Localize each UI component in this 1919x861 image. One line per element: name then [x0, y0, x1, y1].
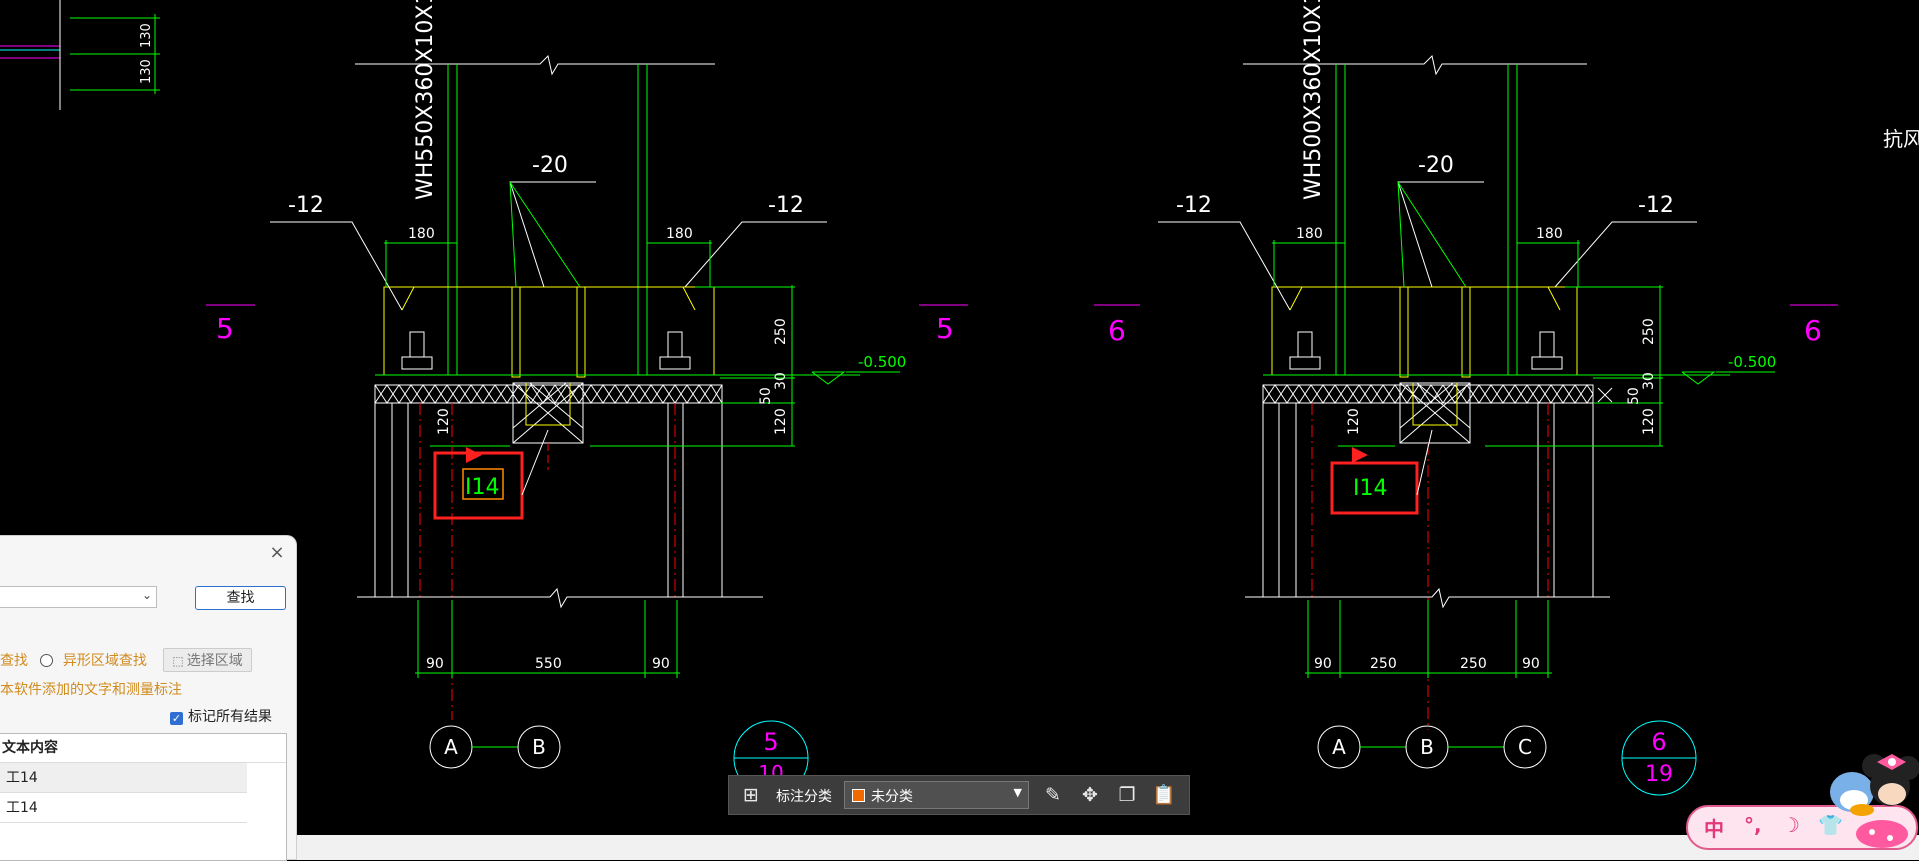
ime-punct-icon[interactable]: °,: [1744, 813, 1762, 837]
plate-label-left-mid: -20: [532, 153, 568, 178]
edge-text: 抗风柱: [1883, 127, 1919, 151]
elevation-left: -0.500: [858, 353, 906, 371]
beam-label-left: I14: [465, 475, 499, 500]
find-text-panel: × ⌄ 查找 查找 异形区域查找 ⬚选择区域 本软件添加的文字和测量标注 ✓ 标记…: [0, 535, 297, 861]
dim-right-180-b: 180: [1536, 226, 1563, 242]
axis-right-a: A: [1332, 735, 1346, 759]
section-mark-left-b: 5: [936, 312, 954, 345]
dim-right-30: 30: [1641, 372, 1657, 390]
plate-label-left-right: -12: [768, 193, 804, 218]
column-label-right: WH500X360X10X16: [1301, 0, 1326, 200]
column-label-left: WH550X360X10X16: [413, 0, 438, 200]
moon-icon[interactable]: ☽: [1782, 813, 1800, 837]
select-area-label: 选择区域: [186, 653, 243, 669]
axis-left-b: B: [532, 735, 546, 759]
section-mark-right-b: 6: [1804, 314, 1822, 347]
dim-left-bottom-90a: 90: [426, 656, 444, 672]
right-detail: WH500X360X10X16 -12 -20: [1094, 0, 1838, 796]
dim-left-120-l: 120: [436, 408, 452, 435]
found-highlight-left: [433, 451, 524, 520]
copy-icon[interactable]: ❐: [1118, 784, 1136, 806]
edit-icon[interactable]: ✎: [1045, 784, 1061, 806]
detail-no-left: 5: [763, 728, 778, 756]
results-header: 文本内容: [0, 734, 286, 763]
sheet-no-right: 19: [1645, 762, 1673, 787]
rect-search-option[interactable]: 查找: [0, 653, 28, 669]
elevation-right: -0.500: [1728, 353, 1776, 371]
dim-left-180-a: 180: [408, 226, 435, 242]
category-value: 未分类: [871, 789, 913, 805]
dim-right-bottom-90b: 90: [1522, 656, 1540, 672]
results-table: 文本内容 工14 工14: [0, 733, 287, 861]
search-text-combo[interactable]: ⌄: [0, 586, 157, 608]
find-button[interactable]: 查找: [195, 586, 286, 610]
ime-mode[interactable]: 中: [1704, 817, 1724, 841]
axis-left-a: A: [444, 735, 458, 759]
axis-right-c: C: [1518, 735, 1532, 759]
plate-label-left-left: -12: [288, 193, 324, 218]
chevron-down-icon: ⌄: [141, 588, 152, 602]
dashed-select-icon: ⬚: [172, 654, 184, 668]
detail-no-right: 6: [1651, 728, 1666, 756]
dim-left-250: 250: [773, 318, 789, 345]
dim-right-250: 250: [1641, 318, 1657, 345]
irregular-search-radio[interactable]: [40, 654, 54, 667]
mark-all-label: 标记所有结果: [188, 709, 272, 725]
search-mode-row: 查找 异形区域查找 ⬚选择区域: [0, 648, 252, 672]
beam-label-right: I14: [1353, 476, 1387, 501]
dim-right-180-a: 180: [1296, 226, 1323, 242]
dim-left-50: 50: [758, 387, 774, 405]
dim-right-bottom-90a: 90: [1314, 656, 1332, 672]
annotation-category-select[interactable]: 未分类 ▼: [844, 781, 1029, 809]
plate-label-right-left: -12: [1176, 193, 1212, 218]
close-icon[interactable]: ×: [269, 542, 285, 563]
dim-130-top: 130: [139, 23, 154, 48]
check-icon: ✓: [170, 712, 183, 725]
annotation-toolbar: ⊞ 标注分类 未分类 ▼ ✎ ✥ ❐ 📋: [728, 775, 1190, 815]
dim-left-180-b: 180: [666, 226, 693, 242]
dim-left-30: 30: [773, 372, 789, 390]
status-strip: [297, 835, 1919, 860]
skin-shirt-icon[interactable]: 👕: [1818, 813, 1843, 837]
mark-all-checkbox[interactable]: ✓ 标记所有结果: [170, 706, 272, 726]
table-row[interactable]: 工14: [0, 763, 247, 793]
category-color-swatch: [852, 789, 865, 802]
found-highlight-right: [1330, 461, 1419, 515]
dim-left-bottom-550: 550: [535, 656, 562, 672]
paste-icon[interactable]: 📋: [1152, 784, 1176, 806]
move-icon[interactable]: ✥: [1082, 784, 1098, 806]
dim-130-bottom: 130: [139, 59, 154, 84]
section-mark-right-a: 6: [1108, 314, 1126, 347]
irregular-search-label[interactable]: 异形区域查找: [62, 653, 147, 669]
dim-left-bottom-90b: 90: [652, 656, 670, 672]
select-area-button[interactable]: ⬚选择区域: [163, 648, 252, 672]
grid-icon[interactable]: ⊞: [743, 784, 759, 806]
table-row[interactable]: 工14: [0, 793, 247, 823]
hint-text: 本软件添加的文字和测量标注: [0, 682, 182, 698]
top-left-fragment: 130 130: [0, 0, 160, 110]
dim-left-120-r: 120: [773, 408, 789, 435]
dim-right-bottom-250a: 250: [1370, 656, 1397, 672]
plate-label-right-mid: -20: [1418, 153, 1454, 178]
section-mark-left-a: 5: [216, 312, 234, 345]
plate-label-right-right: -12: [1638, 193, 1674, 218]
dim-right-50: 50: [1626, 387, 1642, 405]
dim-right-120-r: 120: [1641, 408, 1657, 435]
dim-right-120-l: 120: [1346, 408, 1362, 435]
dim-right-bottom-250b: 250: [1460, 656, 1487, 672]
mascot-sticker: [1830, 754, 1919, 848]
caret-down-icon: ▼: [1013, 786, 1022, 799]
axis-right-b: B: [1420, 735, 1434, 759]
annotation-category-label: 标注分类: [776, 789, 832, 805]
